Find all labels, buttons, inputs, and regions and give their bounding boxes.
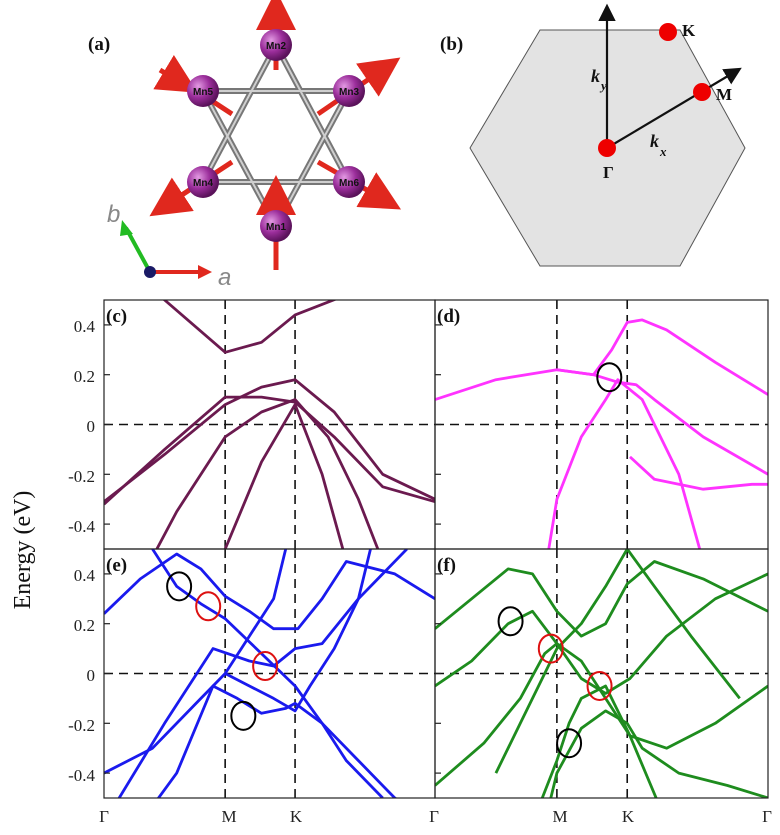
band-panel: (e)	[103, 548, 436, 799]
crossing-marker	[596, 362, 623, 393]
panel-a: (a) Mn2 Mn3	[88, 0, 402, 291]
panel-label: (d)	[437, 306, 460, 327]
band-line	[549, 709, 768, 798]
xtick-label: M	[552, 807, 567, 826]
ytick-label: -0.4	[68, 766, 95, 785]
band-line	[224, 549, 372, 713]
ytick-label: -0.4	[68, 517, 95, 536]
band-line	[223, 403, 345, 549]
xtick-label: M	[221, 807, 236, 826]
ytick-label: 0.2	[74, 367, 95, 386]
y-tick-labels: 0.4 0.2 0 -0.2 -0.4 0.4 0.2 0 -0.2 -0.4	[68, 317, 95, 785]
band-panel: (c)	[103, 299, 436, 550]
atom-mn4: Mn4	[187, 166, 219, 198]
band-line	[435, 368, 768, 476]
band-line	[629, 455, 768, 491]
ytick-label: 0	[87, 666, 96, 685]
atoms: Mn2 Mn3 Mn6 Mn1 Mn4 Mn5	[187, 29, 365, 242]
xtick-label: Γ	[429, 807, 439, 826]
band-line	[547, 378, 702, 549]
y-axis-label: Energy (eV)	[10, 491, 36, 610]
panel-b-label: (b)	[440, 34, 463, 55]
crystal-axes: b a	[107, 201, 231, 291]
atom-mn6: Mn6	[333, 166, 365, 198]
crossing-marker	[537, 633, 564, 664]
xtick-label: Γ	[762, 807, 772, 826]
k-label: K	[682, 21, 696, 40]
crossing-marker	[556, 728, 583, 759]
axis-b-label: b	[107, 201, 120, 228]
atom-label: Mn6	[339, 178, 359, 189]
band-line	[104, 549, 288, 775]
atom-mn1: Mn1	[260, 210, 292, 242]
svg-text:k: k	[650, 131, 659, 151]
svg-text:x: x	[659, 144, 667, 159]
x-tick-labels: Γ M K Γ M K Γ	[99, 807, 772, 826]
band-line	[494, 549, 741, 774]
ky-label: k y	[591, 66, 607, 93]
xtick-label: K	[622, 807, 635, 826]
atom-mn2: Mn2	[260, 29, 292, 61]
crossing-marker	[195, 591, 222, 622]
xtick-label: K	[290, 807, 303, 826]
panel-b: (b) Γ M K k y k x	[440, 3, 746, 267]
axis-origin	[144, 266, 156, 278]
gamma-point	[598, 139, 616, 157]
band-line	[540, 684, 658, 798]
band-panels: (c) (d) (e) (f)	[103, 299, 769, 799]
crossing-marker	[586, 670, 613, 701]
k-point	[659, 23, 677, 41]
atom-label: Mn2	[266, 41, 286, 52]
band-line	[155, 398, 380, 549]
kx-label: k x	[650, 131, 667, 159]
ytick-label: 0.4	[74, 317, 96, 336]
crossing-marker	[230, 700, 257, 731]
xtick-label: Γ	[99, 807, 109, 826]
band-line	[435, 642, 768, 787]
band-line	[151, 549, 398, 798]
atom-label: Mn5	[193, 87, 213, 98]
band-line	[104, 552, 435, 631]
m-label: M	[716, 85, 732, 104]
atom-mn3: Mn3	[333, 75, 365, 107]
svg-text:y: y	[599, 78, 607, 93]
ytick-label: 0.2	[74, 616, 95, 635]
crossing-marker	[252, 651, 279, 682]
atom-label: Mn1	[266, 222, 286, 233]
band-line	[162, 300, 338, 354]
svg-text:k: k	[591, 66, 600, 86]
ytick-label: 0.4	[74, 566, 96, 585]
gamma-label: Γ	[603, 163, 614, 182]
band-line	[156, 684, 384, 798]
atom-mn5: Mn5	[187, 75, 219, 107]
ytick-label: -0.2	[68, 467, 95, 486]
crossing-marker	[166, 571, 193, 602]
atom-label: Mn3	[339, 87, 359, 98]
crossing-marker	[497, 606, 524, 637]
band-line	[556, 318, 768, 396]
band-line	[117, 549, 408, 798]
panel-label: (e)	[106, 555, 127, 576]
axis-a-label: a	[218, 264, 231, 291]
panel-label: (c)	[106, 306, 127, 327]
band-panel: (f)	[434, 548, 769, 799]
axis-b-arrow	[124, 227, 152, 273]
m-point	[693, 83, 711, 101]
ytick-label: -0.2	[68, 716, 95, 735]
ytick-label: 0	[87, 417, 96, 436]
kx-arrow	[606, 67, 742, 149]
panel-a-label: (a)	[88, 34, 110, 55]
atom-label: Mn4	[193, 178, 213, 189]
band-line	[104, 378, 435, 503]
band-line	[104, 395, 435, 506]
band-line	[435, 560, 768, 638]
panel-label: (f)	[437, 555, 456, 576]
band-panel: (d)	[434, 299, 769, 550]
